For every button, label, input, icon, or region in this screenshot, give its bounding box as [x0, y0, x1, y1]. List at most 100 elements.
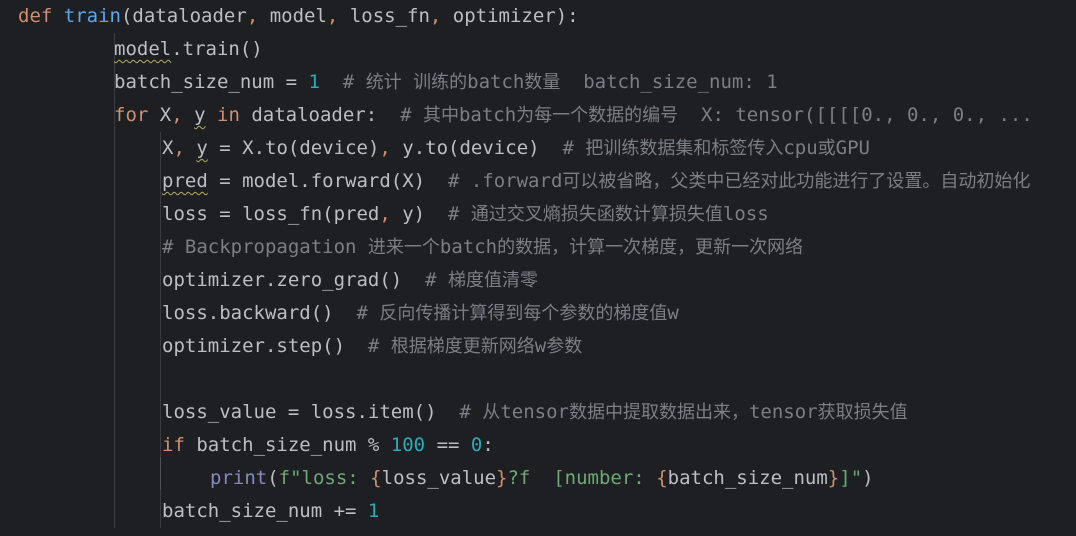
code-token: ==	[425, 434, 471, 456]
code-token: ,	[246, 5, 259, 27]
code-token: loss = loss_fn(pred	[162, 203, 380, 225]
code-line[interactable]: optimizer.zero_grad() # 梯度值清零	[0, 264, 1076, 297]
code-token: ,	[379, 137, 391, 159]
code-token: ?f [number:	[507, 467, 657, 489]
code-token: y	[194, 104, 206, 126]
code-token: 1	[367, 500, 380, 522]
code-token: y.to(device)	[390, 137, 540, 159]
code-token: ,	[173, 137, 185, 159]
code-token: for	[114, 104, 149, 126]
code-token: {	[656, 467, 668, 489]
code-token: batch_size_num %	[184, 434, 391, 456]
code-token: # 把训练数据集和标签传入cpu或GPU	[539, 137, 870, 159]
code-token: # 统计 训练的batch数量 batch_size_num: 1	[319, 71, 778, 93]
code-line[interactable]: batch_size_num += 1	[0, 495, 1076, 528]
code-token: batch_size_num	[667, 467, 828, 489]
code-token: y)	[390, 203, 426, 225]
code-line-content: pred = model.forward(X) # .forward可以被省略，…	[162, 165, 1030, 198]
code-token: )	[862, 467, 874, 489]
code-token: # 梯度值清零	[402, 269, 538, 291]
code-token: optimizer.zero_grad()	[162, 269, 403, 291]
code-line-content: loss_value = loss.item() # 从tensor数据中提取数…	[162, 396, 908, 429]
code-line-content: for X, y in dataloader: # 其中batch为每一个数据的…	[114, 99, 1033, 132]
code-token: def	[18, 5, 53, 27]
code-token: # 通过交叉熵损失函数计算损失值loss	[425, 203, 769, 225]
code-line[interactable]: for X, y in dataloader: # 其中batch为每一个数据的…	[0, 99, 1076, 132]
code-token: ,	[429, 5, 442, 27]
code-token: (	[267, 467, 279, 489]
code-token: model	[114, 38, 172, 60]
code-token: loss_value = loss.item()	[162, 401, 437, 423]
code-token: = model.forward(X)	[207, 170, 426, 192]
code-line-content: model.train()	[114, 33, 263, 66]
code-token: batch_size_num +=	[162, 500, 368, 522]
indent-guide	[114, 33, 115, 528]
code-line-content: batch_size_num += 1	[162, 495, 379, 528]
code-token: in	[217, 104, 240, 126]
code-line[interactable]	[0, 363, 1076, 396]
code-token: :	[482, 434, 494, 456]
code-token: (dataloader	[120, 5, 247, 27]
code-token: ,	[326, 5, 339, 27]
code-token: # 根据梯度更新网络w参数	[345, 335, 583, 357]
code-token: }	[827, 467, 840, 489]
code-token: optimizer):	[441, 5, 579, 27]
code-token	[206, 104, 217, 126]
code-token: ,	[171, 104, 183, 126]
code-line-content: loss = loss_fn(pred, y) # 通过交叉熵损失函数计算损失值…	[162, 198, 769, 231]
code-line[interactable]: print(f"loss: {loss_value}?f [number: {b…	[0, 462, 1076, 495]
code-line-content: print(f"loss: {loss_value}?f [number: {b…	[210, 462, 874, 495]
code-token: pred	[162, 170, 208, 192]
code-line-content: def train(dataloader, model, loss_fn, op…	[18, 0, 579, 33]
code-token: batch_size_num =	[114, 71, 309, 93]
code-line-content: loss.backward() # 反向传播计算得到每个参数的梯度值w	[162, 297, 679, 330]
indent-guide	[160, 457, 161, 490]
code-token: }	[496, 467, 508, 489]
code-line-content: batch_size_num = 1 # 统计 训练的batch数量 batch…	[114, 66, 778, 99]
code-line[interactable]: model.train()	[0, 33, 1076, 66]
code-token: X	[162, 137, 174, 159]
code-token: train	[63, 5, 121, 27]
code-token: print	[210, 467, 268, 489]
code-token: loss_value	[381, 467, 497, 489]
code-token: 100	[390, 434, 426, 456]
code-token: ]"	[839, 467, 863, 489]
code-token: loss.backward()	[162, 302, 334, 324]
code-token: # 从tensor数据中提取数据出来，tensor获取损失值	[436, 401, 908, 423]
code-token: y	[196, 137, 208, 159]
code-line[interactable]: # Backpropagation 进来一个batch的数据，计算一次梯度，更新…	[0, 231, 1076, 264]
code-line[interactable]: X, y = X.to(device), y.to(device) # 把训练数…	[0, 132, 1076, 165]
code-token: # Backpropagation 进来一个batch的数据，计算一次梯度，更新…	[162, 236, 804, 258]
code-line[interactable]: pred = model.forward(X) # .forward可以被省略，…	[0, 165, 1076, 198]
code-token: = X.to(device)	[207, 137, 380, 159]
code-token: # 反向传播计算得到每个参数的梯度值w	[333, 302, 679, 324]
code-token: 1	[308, 71, 320, 93]
code-token: .train()	[171, 38, 263, 60]
code-line[interactable]: def train(dataloader, model, loss_fn, op…	[0, 0, 1076, 33]
code-token	[52, 5, 63, 27]
code-token: loss_fn	[338, 5, 430, 27]
code-line[interactable]: loss.backward() # 反向传播计算得到每个参数的梯度值w	[0, 297, 1076, 330]
code-token: # 其中batch为每一个数据的编号 X: tensor([[[[0., 0.,…	[377, 104, 1033, 126]
code-line-content: optimizer.step() # 根据梯度更新网络w参数	[162, 330, 582, 363]
code-token: optimizer.step()	[162, 335, 346, 357]
code-line-content: if batch_size_num % 100 == 0:	[162, 429, 494, 462]
code-line[interactable]: optimizer.step() # 根据梯度更新网络w参数	[0, 330, 1076, 363]
indent-guide	[160, 132, 161, 528]
code-token: if	[162, 434, 185, 456]
code-line[interactable]: batch_size_num = 1 # 统计 训练的batch数量 batch…	[0, 66, 1076, 99]
code-line[interactable]: loss = loss_fn(pred, y) # 通过交叉熵损失函数计算损失值…	[0, 198, 1076, 231]
code-token	[183, 104, 194, 126]
code-token: ,	[379, 203, 391, 225]
code-token	[185, 137, 196, 159]
code-line[interactable]: loss_value = loss.item() # 从tensor数据中提取数…	[0, 396, 1076, 429]
code-token: f"loss:	[278, 467, 371, 489]
code-token: # .forward可以被省略，父类中已经对此功能进行了设置。自动初始化	[425, 170, 1031, 192]
code-token: {	[370, 467, 382, 489]
code-line[interactable]: if batch_size_num % 100 == 0:	[0, 429, 1076, 462]
code-token: model	[258, 5, 327, 27]
code-line-content: X, y = X.to(device), y.to(device) # 把训练数…	[162, 132, 870, 165]
code-line-content: optimizer.zero_grad() # 梯度值清零	[162, 264, 538, 297]
